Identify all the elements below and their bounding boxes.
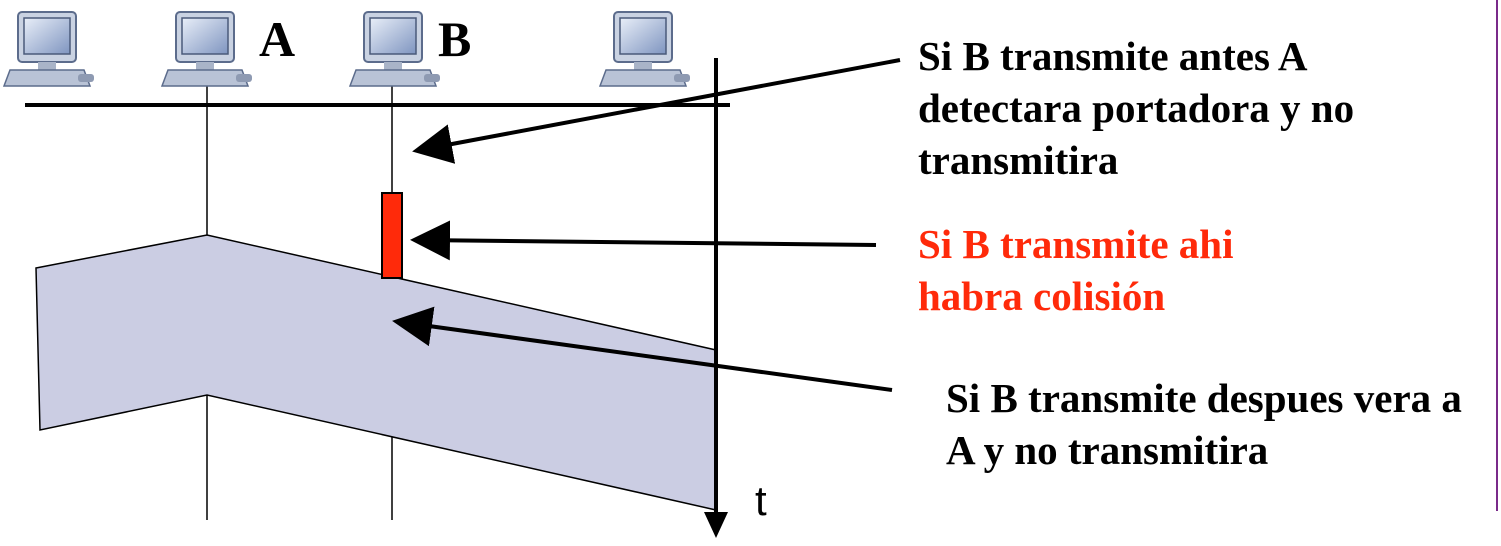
annotation-before: Si B transmite antes A detectara portado… — [918, 33, 1355, 183]
annotation-collision: Si B transmite ahi habra colisión — [918, 221, 1234, 319]
time-axis-arrowhead — [704, 512, 728, 538]
annotation-after: Si B transmite despues vera a A y no tra… — [946, 375, 1462, 473]
computer-icon — [161, 11, 253, 87]
collision-bar — [381, 192, 403, 279]
node-label-b: B — [438, 11, 472, 67]
arrow-before — [412, 58, 901, 164]
node-label-a: A — [259, 11, 296, 67]
signal-propagation-band — [35, 234, 717, 511]
time-axis-label: t — [755, 477, 767, 524]
slide-border-line — [1496, 0, 1498, 511]
computer-icon — [3, 11, 95, 87]
arrow-collision — [410, 220, 877, 261]
computer-icon — [349, 11, 441, 87]
arrow-after — [392, 306, 893, 392]
computer-icon — [599, 11, 691, 87]
